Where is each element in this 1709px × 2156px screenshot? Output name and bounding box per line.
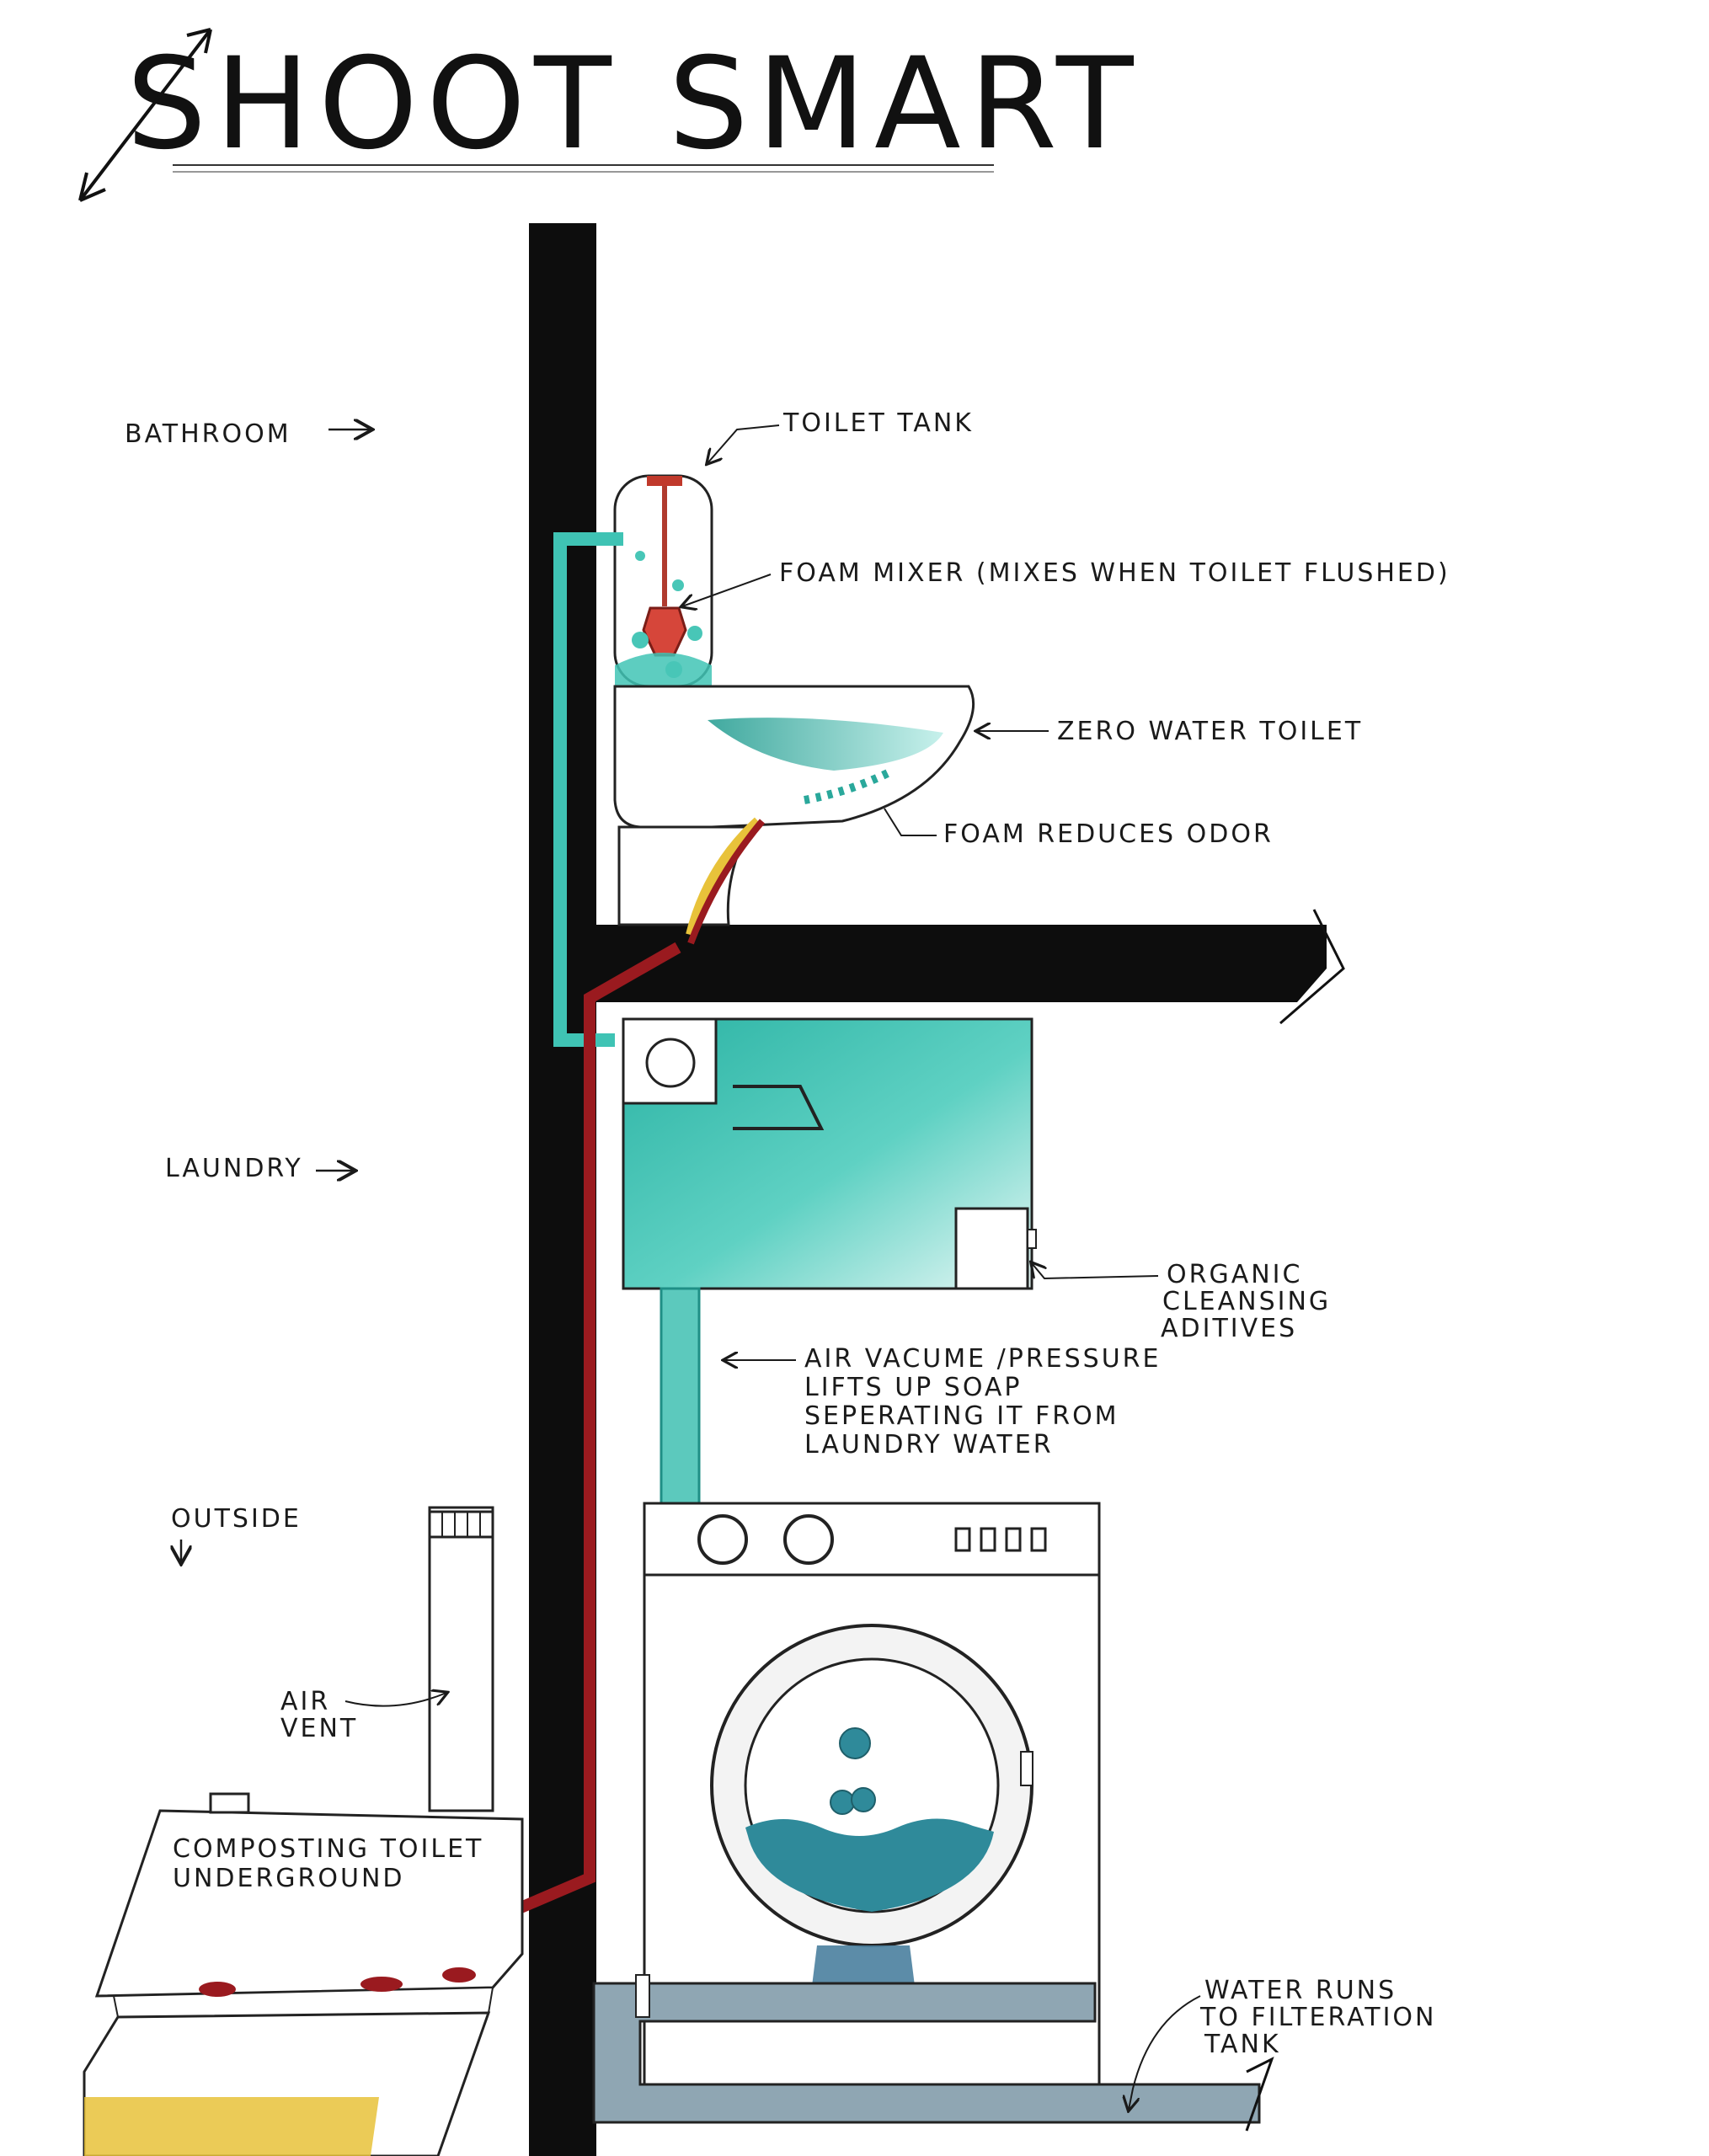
waste-deposit [442, 1967, 476, 1983]
air-vent-stack [428, 1506, 494, 1812]
bubble-icon [672, 579, 684, 591]
chamber-handle [209, 1792, 250, 1814]
leader-line [884, 808, 937, 836]
toilet-pedestal [617, 825, 752, 926]
button-icon [1005, 1527, 1022, 1552]
bubble-icon [830, 1790, 855, 1815]
label-foam-reduces-odor: FOAM REDUCES ODOR [943, 819, 1274, 849]
bathroom-floor-slab [590, 925, 1327, 1002]
soap-separation-tank [622, 1017, 1037, 1290]
tank-spout [733, 1085, 825, 1130]
label-water-runs: WATER RUNS [1204, 1976, 1397, 2005]
bubble-icon [635, 551, 645, 561]
vent-grille [441, 1513, 481, 1536]
laundry-water [745, 1818, 994, 1912]
label-cleansing: CLEANSING [1162, 1287, 1331, 1316]
tank-valve-icon [645, 1038, 696, 1088]
page-title: SHOOT SMART [126, 31, 1142, 178]
label-underground: UNDERGROUND [173, 1864, 405, 1893]
label-organic: ORGANIC [1167, 1260, 1302, 1289]
tank-foam-water [615, 653, 712, 686]
leader-line [708, 424, 780, 463]
foam-beads [804, 766, 895, 804]
label-composting-toilet: COMPOSTING TOILET [173, 1834, 483, 1864]
door-handle [1020, 1751, 1033, 1786]
label-air-vacuum-2: LIFTS UP SOAP [804, 1373, 1023, 1402]
bubble-icon [839, 1727, 871, 1759]
label-toilet-tank: TOILET TANK [782, 408, 974, 438]
leader-line [1129, 1995, 1201, 2110]
vent-cap [428, 1510, 494, 1539]
drain-pipe-to-filtration [592, 1982, 1261, 2124]
button-icon [980, 1527, 996, 1552]
label-to-filtration: TO FILTERATION [1199, 2003, 1437, 2032]
pipe-break-line [1245, 2056, 1274, 2132]
foam-mixer-cap [647, 476, 682, 486]
additive-box [954, 1207, 1029, 1290]
leader-line [344, 1693, 446, 1707]
leader-line [1032, 1263, 1159, 1280]
waste-stream-red [687, 819, 766, 945]
label-additives: ADITIVES [1161, 1314, 1297, 1343]
label-air-vacuum-3: SEPERATING IT FROM [804, 1401, 1119, 1431]
button-icon [954, 1527, 971, 1552]
label-tank: TANK [1204, 2030, 1281, 2059]
waste-stream-yellow [686, 817, 762, 937]
waste-deposit [360, 1977, 403, 1992]
slab-break-line [1279, 909, 1345, 1025]
bowl-foam [708, 718, 943, 771]
annotation-labels: BATHROOM LAUNDRY OUTSIDE TOILET TANK FOA… [125, 408, 1450, 2110]
title-diagonal-arrow [78, 28, 212, 202]
waste-deposit [199, 1982, 236, 1997]
bubble-icon [687, 626, 702, 641]
composting-toilet [83, 1506, 524, 2156]
compost-matter [84, 2097, 379, 2156]
zero-water-toilet [613, 474, 975, 945]
bubble-icon [665, 661, 682, 678]
arrowhead-icon [78, 172, 106, 202]
waste-pipe [469, 942, 681, 1935]
leader-line [682, 574, 772, 606]
additive-box-knob [1027, 1229, 1037, 1249]
label-foam-mixer: FOAM MIXER (MIXES WHEN TOILET FLUSHED) [779, 558, 1450, 588]
button-icon [1030, 1527, 1047, 1552]
composting-chamber [94, 1809, 524, 1998]
zone-label-laundry: LAUNDRY [165, 1154, 303, 1183]
label-zero-water-toilet: ZERO WATER TOILET [1057, 717, 1363, 746]
title-block: SHOOT SMART [78, 28, 1142, 202]
bubble-icon [632, 632, 649, 648]
label-vent: VENT [280, 1714, 358, 1743]
zone-label-outside: OUTSIDE [171, 1504, 302, 1534]
drain-valve [635, 1974, 650, 2018]
zone-label-bathroom: BATHROOM [125, 419, 291, 449]
label-air: AIR [280, 1687, 330, 1716]
label-air-vacuum-1: AIR VACUME /PRESSURE [804, 1344, 1161, 1374]
bubble-icon [851, 1787, 876, 1812]
dial-knob-icon [783, 1514, 834, 1565]
dial-knob-icon [697, 1514, 748, 1565]
arrowhead-icon [186, 28, 212, 54]
label-air-vacuum-4: LAUNDRY WATER [804, 1430, 1054, 1460]
